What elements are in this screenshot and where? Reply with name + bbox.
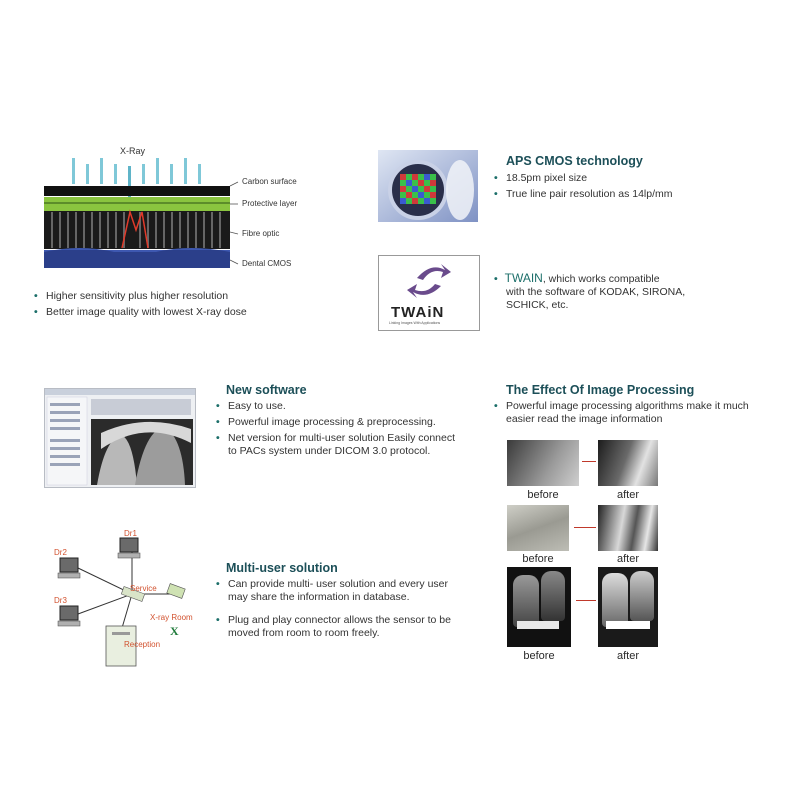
- multiuser-bullets: Can provide multi- user solution and eve…: [216, 578, 466, 643]
- xray-after-1: [598, 440, 658, 486]
- sensor-layers-illustration: [44, 158, 239, 268]
- twain-text-line3: SCHICK, etc.: [506, 299, 569, 311]
- node-service: Service: [130, 584, 157, 593]
- xray-label: X-Ray: [120, 146, 146, 156]
- twain-logo-tagline: Linking Images With Applications: [389, 321, 441, 325]
- twain-text-line2: with the software of KODAK, SIRONA,: [506, 286, 686, 298]
- list-item: Net version for multi-user solution Easi…: [216, 432, 466, 458]
- list-item: Higher sensitivity plus higher resolutio…: [34, 290, 324, 303]
- list-item: Better image quality with lowest X-ray d…: [34, 306, 324, 319]
- before-caption: before: [522, 553, 554, 565]
- before-caption: before: [527, 489, 559, 501]
- software-screenshot: [44, 388, 196, 488]
- software-bullets: Easy to use. Powerful image processing &…: [216, 400, 466, 461]
- xray-before-3: [507, 567, 571, 647]
- aps-bullets: 18.5pm pixel size True line pair resolut…: [494, 172, 774, 204]
- processing-bullets: Powerful image processing algorithms mak…: [494, 400, 774, 429]
- node-xray-room: X-ray Room: [150, 613, 193, 622]
- list-item: Plug and play connector allows the senso…: [216, 614, 466, 640]
- software-title: New software: [226, 383, 307, 397]
- aps-title: APS CMOS technology: [506, 154, 643, 168]
- processing-title: The Effect Of Image Processing: [506, 383, 695, 397]
- list-item: True line pair resolution as 14lp/mm: [494, 188, 774, 201]
- list-item: 18.5pm pixel size: [494, 172, 774, 185]
- network-illustration: [57, 537, 186, 667]
- twain-description: • TWAIN, which works compatible with the…: [494, 271, 686, 312]
- multiuser-title: Multi-user solution: [226, 561, 338, 575]
- xray-before-1: [507, 440, 579, 486]
- twain-lead: TWAIN: [504, 271, 543, 285]
- xray-before-2: [507, 505, 569, 551]
- layer-label-fibre: Fibre optic: [242, 229, 280, 238]
- node-dr2: Dr2: [54, 548, 67, 557]
- network-diagram: Dr1 Dr2 Dr3 Service X-ray Room X Recepti…: [40, 528, 220, 668]
- arrow-icon: [582, 461, 596, 462]
- twain-text-line1: , which works compatible: [542, 273, 660, 285]
- xray-after-3: [598, 567, 658, 647]
- after-caption: after: [616, 553, 639, 565]
- aps-cmos-photo: [378, 150, 478, 222]
- after-caption: after: [616, 489, 639, 501]
- list-item: Powerful image processing algorithms mak…: [494, 400, 774, 426]
- sensor-bullets: Higher sensitivity plus higher resolutio…: [34, 290, 324, 322]
- node-x-mark: X: [170, 624, 179, 638]
- layer-label-carbon: Carbon surface: [242, 177, 297, 186]
- before-caption: before: [523, 650, 555, 662]
- list-item: Easy to use.: [216, 400, 466, 413]
- sensor-diagram: X-Ray Carbon surface Protective layer Fi…: [30, 140, 310, 280]
- layer-label-cmos: Dental CMOS: [242, 259, 292, 268]
- node-dr3: Dr3: [54, 596, 67, 605]
- list-item: Powerful image processing & preprocessin…: [216, 416, 466, 429]
- layer-label-protective: Protective layer: [242, 199, 298, 208]
- twain-logo: TWAiN Linking Images With Applications: [378, 255, 480, 331]
- after-caption: after: [616, 650, 639, 662]
- arrow-icon: [574, 527, 596, 528]
- node-dr1: Dr1: [124, 529, 137, 538]
- arrow-icon: [576, 600, 596, 601]
- node-reception: Reception: [124, 640, 161, 649]
- twain-logo-text: TWAiN: [391, 304, 445, 321]
- list-item: Can provide multi- user solution and eve…: [216, 578, 466, 604]
- xray-after-2: [598, 505, 658, 551]
